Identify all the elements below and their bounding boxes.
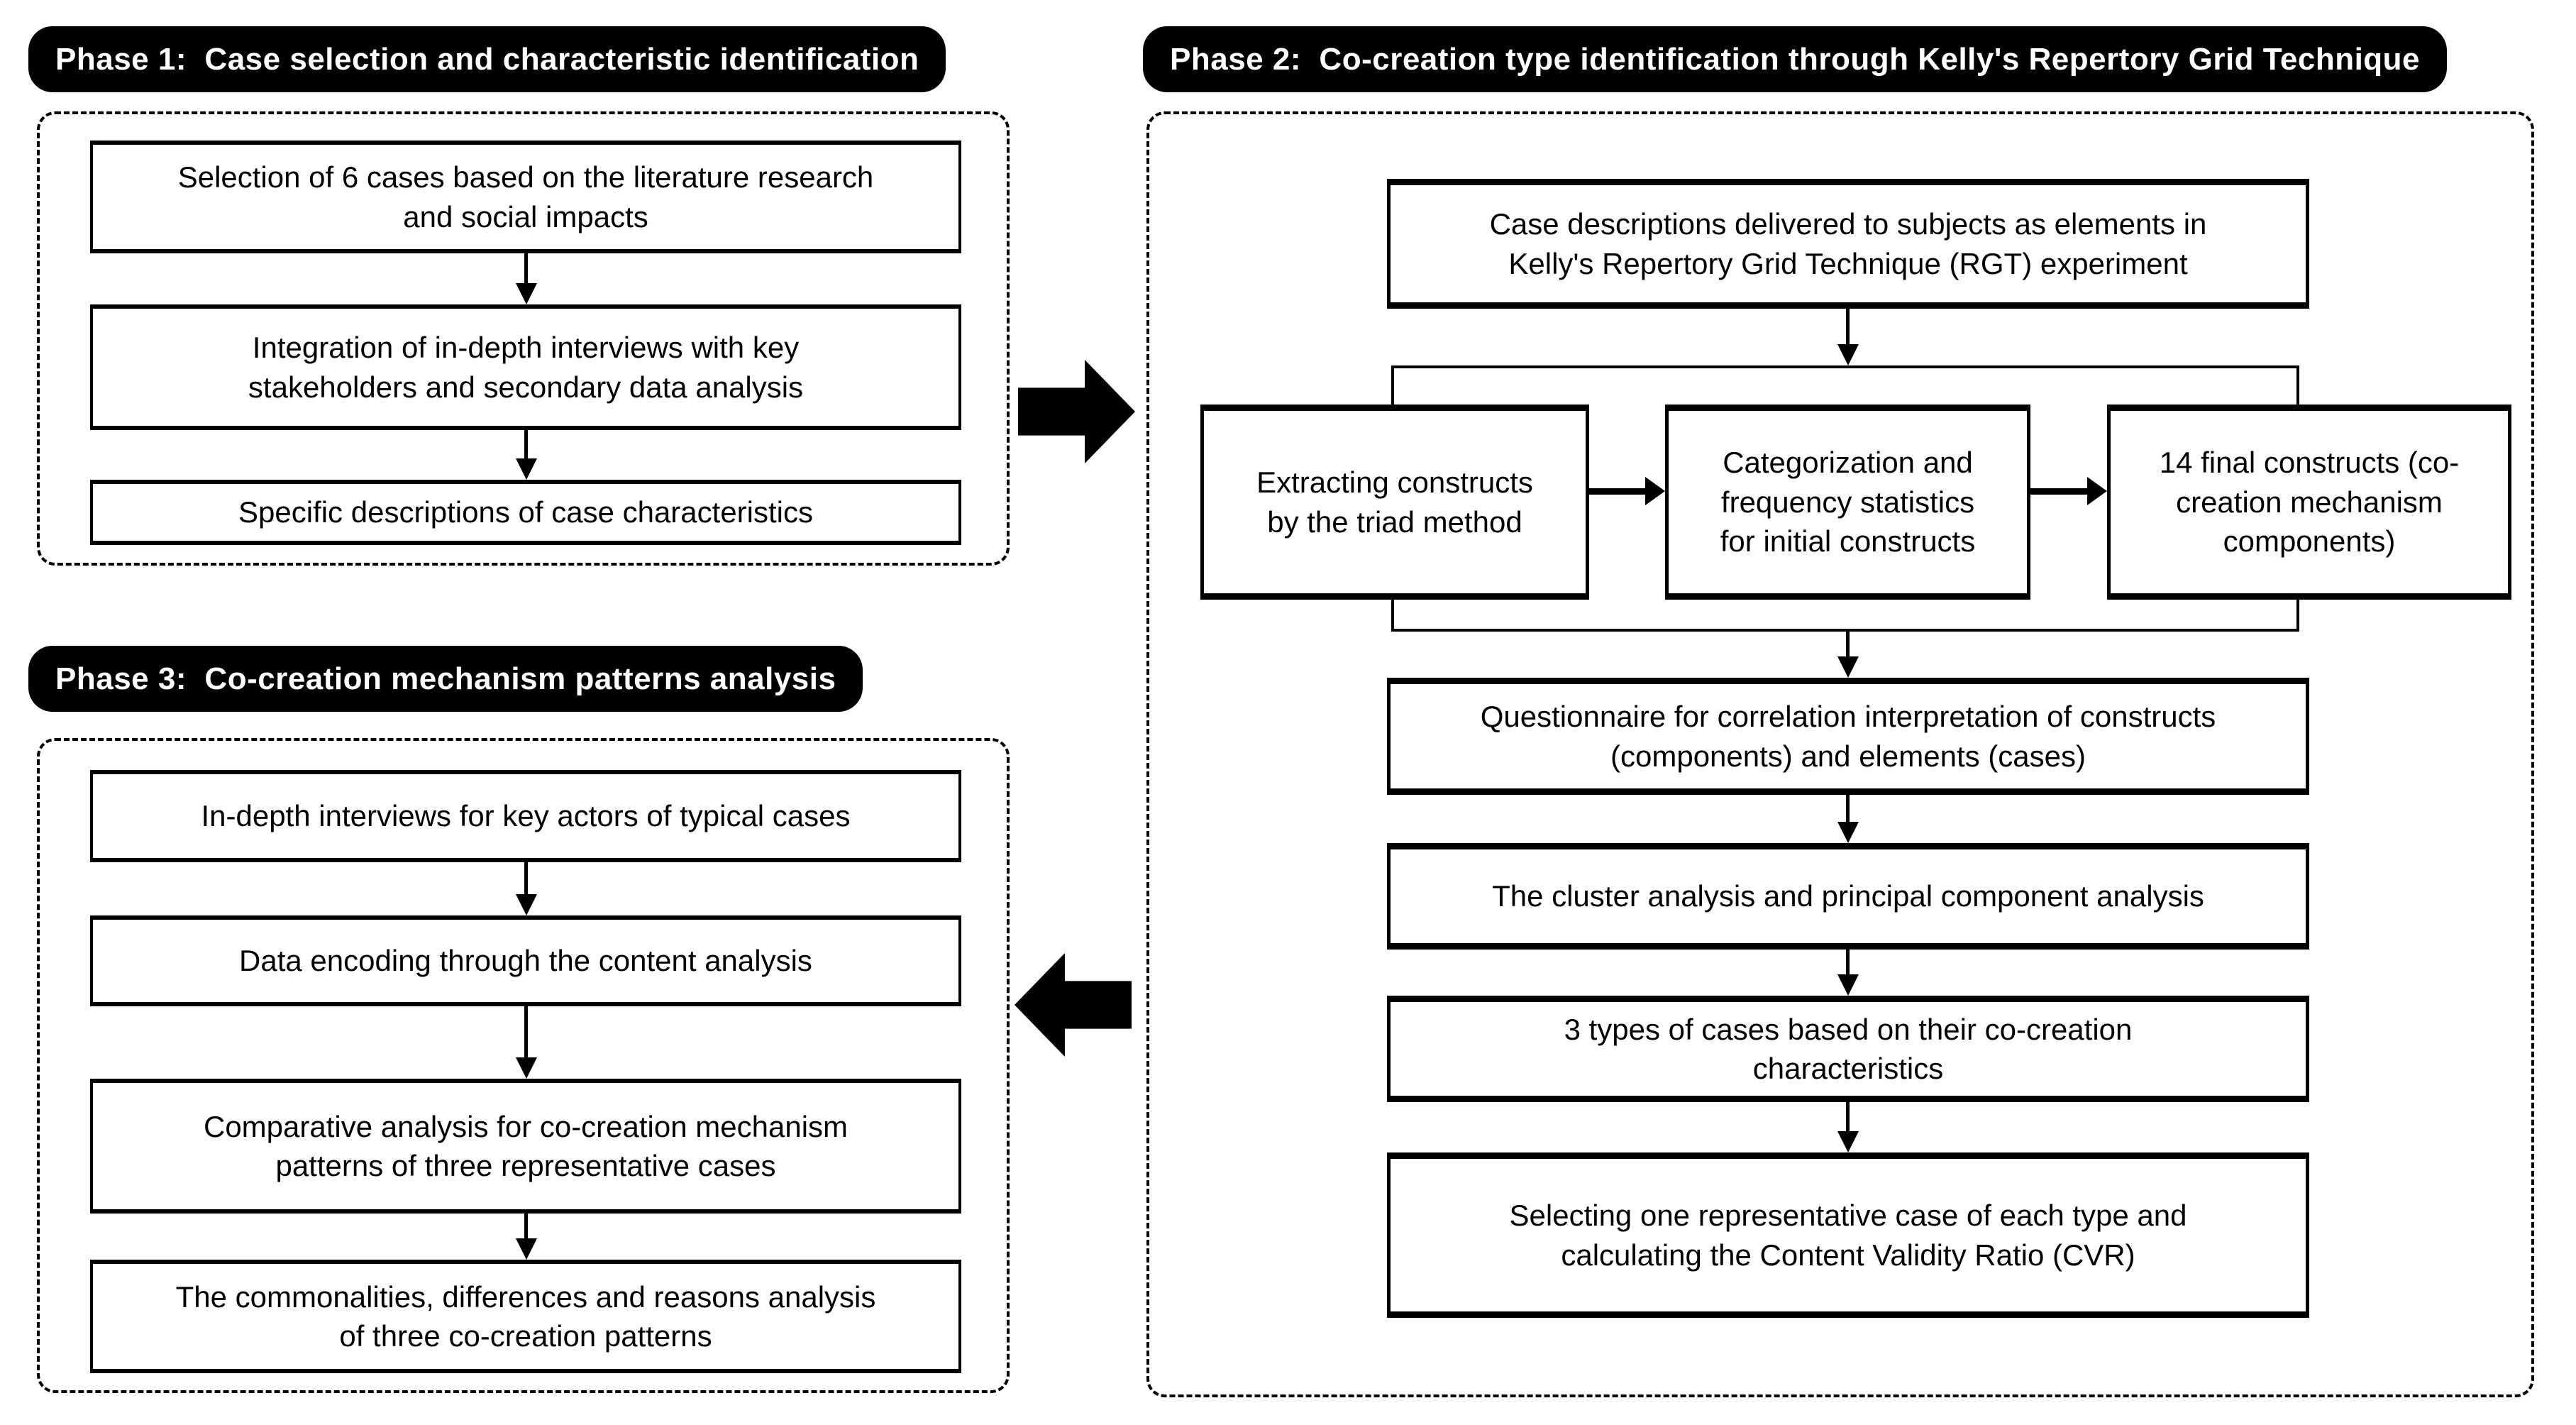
phase1-title: Phase 1: Case selection and characterist… [55,41,919,77]
phase2-box-case-descriptions-elements: Case descriptions delivered to subjects … [1387,179,2309,309]
flow-arrow-down-icon [516,862,537,915]
flow-arrow-down-icon [516,1006,537,1079]
phase3-header: Phase 3: Co-creation mechanism patterns … [28,646,863,712]
flow-arrow-down-icon [516,253,537,304]
phase3-box-comparative-analysis: Comparative analysis for co-creation mec… [90,1079,961,1214]
flow-arrow-down-icon [1837,309,1859,365]
phase2-box-final-constructs: 14 final constructs (co- creation mechan… [2107,405,2511,600]
flow-arrow-down-icon [516,1214,537,1260]
phase3-title: Phase 3: Co-creation mechanism patterns … [55,661,836,696]
phase2-to-phase3-arrow-icon [1015,953,1132,1057]
phase3-box-indepth-interviews: In-depth interviews for key actors of ty… [90,770,961,862]
phase1-box-case-selection: Selection of 6 cases based on the litera… [90,141,961,253]
phase1-to-phase2-arrow-icon [1018,360,1135,463]
phase2-box-extracting-constructs: Extracting constructs by the triad metho… [1200,405,1589,600]
phase1-box-interviews-integration: Integration of in-depth interviews with … [90,304,961,430]
phase2-box-categorization-frequency: Categorization and frequency statistics … [1665,405,2030,600]
flow-arrow-down-icon [1837,1102,1859,1152]
phase2-box-representative-case-cvr: Selecting one representative case of eac… [1387,1152,2309,1318]
phase1-header: Phase 1: Case selection and characterist… [28,26,946,92]
phase2-box-three-types: 3 types of cases based on their co-creat… [1387,996,2309,1102]
phase1-box-case-descriptions: Specific descriptions of case characteri… [90,480,961,545]
flow-arrow-right-icon [2030,477,2107,505]
phase2-box-questionnaire: Questionnaire for correlation interpreta… [1387,678,2309,795]
phase3-box-data-encoding: Data encoding through the content analys… [90,915,961,1006]
flow-arrow-right-icon [1589,477,1665,505]
phase2-container [1146,111,2534,1397]
flow-arrow-down-icon [1837,795,1859,843]
flow-arrow-down-icon [1837,632,1859,678]
phase2-title: Phase 2: Co-creation type identification… [1170,41,2421,77]
phase1-container [37,111,1010,566]
phase2-header: Phase 2: Co-creation type identification… [1143,26,2448,92]
phase3-container [37,738,1010,1393]
phase2-box-cluster-analysis: The cluster analysis and principal compo… [1387,843,2309,950]
flow-arrow-down-icon [1837,950,1859,996]
phase3-box-commonalities-differences: The commonalities, differences and reaso… [90,1260,961,1373]
flow-arrow-down-icon [516,430,537,480]
